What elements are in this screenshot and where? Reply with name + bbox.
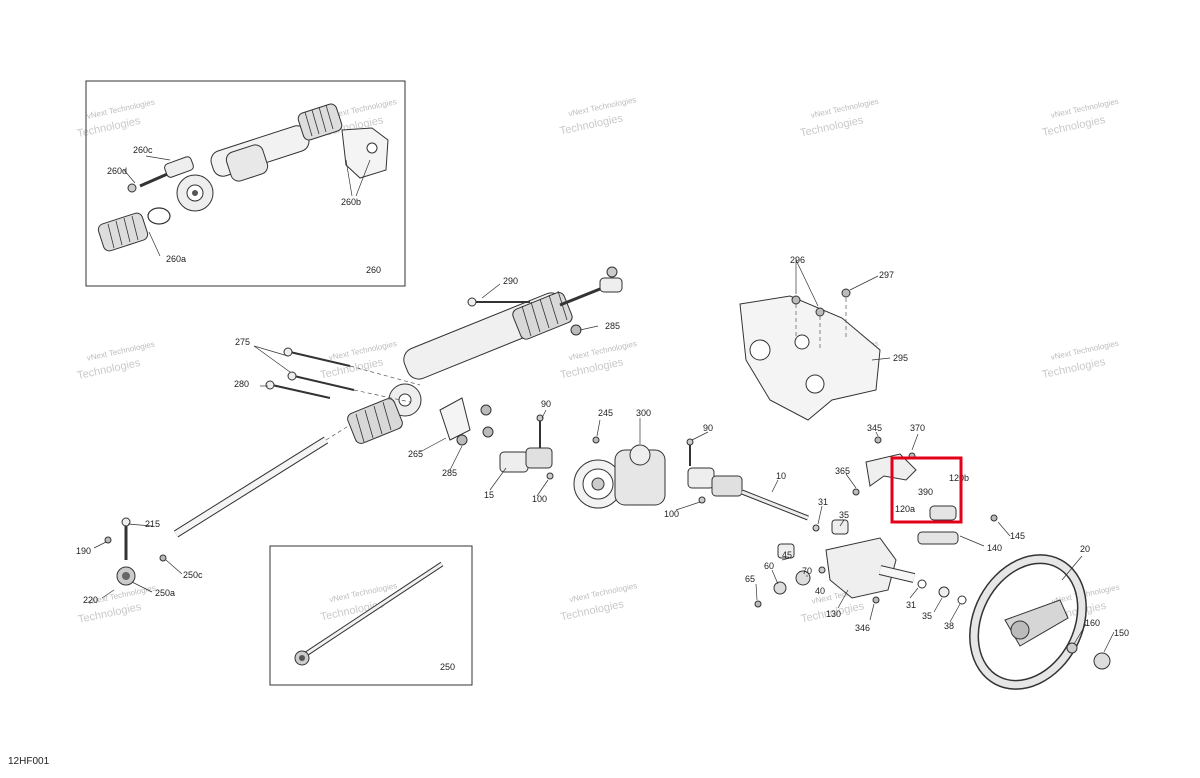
svg-text:60: 60: [764, 561, 774, 571]
callout-labels: 290 285 275 280 265 285 90 245 300 15 10…: [76, 255, 1129, 638]
svg-text:150: 150: [1114, 628, 1129, 638]
svg-text:160: 160: [1085, 618, 1100, 628]
svg-text:260c: 260c: [133, 145, 153, 155]
frame-bracket-295: [739, 288, 881, 421]
svg-text:38: 38: [944, 621, 954, 631]
svg-text:215: 215: [145, 519, 160, 529]
svg-text:90: 90: [703, 423, 713, 433]
svg-text:vNext Technologies: vNext Technologies: [568, 95, 638, 118]
svg-text:35: 35: [922, 611, 932, 621]
svg-text:250: 250: [440, 662, 455, 672]
svg-text:145: 145: [1010, 531, 1025, 541]
svg-text:285: 285: [442, 468, 457, 478]
svg-text:250c: 250c: [183, 570, 203, 580]
svg-text:31: 31: [818, 497, 828, 507]
u-joint-15: [499, 414, 554, 480]
svg-text:260: 260: [366, 265, 381, 275]
bolts-275-280: [265, 347, 421, 403]
svg-text:297: 297: [879, 270, 894, 280]
svg-text:290: 290: [503, 276, 518, 286]
document-code: 12HF001: [8, 756, 50, 767]
svg-text:vNext Technologies: vNext Technologies: [86, 98, 156, 121]
svg-text:275: 275: [235, 337, 250, 347]
svg-text:vNext Technologies: vNext Technologies: [1050, 97, 1120, 120]
svg-text:300: 300: [636, 408, 651, 418]
boot-260a-part: [97, 212, 149, 252]
svg-text:vNext Technologies: vNext Technologies: [810, 97, 880, 120]
highlight-box: [890, 456, 963, 524]
steering-shaft-10: [686, 438, 820, 532]
svg-text:120a: 120a: [895, 504, 915, 514]
rack-assembly-detail: [176, 103, 343, 212]
svg-text:346: 346: [855, 623, 870, 633]
svg-text:295: 295: [893, 353, 908, 363]
svg-text:260a: 260a: [166, 254, 186, 264]
inset-260: 260d 260c 260a 260b 260: [85, 80, 406, 287]
steering-rack-main: [347, 266, 623, 446]
svg-text:31: 31: [906, 600, 916, 610]
svg-text:10: 10: [776, 471, 786, 481]
svg-text:100: 100: [532, 494, 547, 504]
svg-text:20: 20: [1080, 544, 1090, 554]
svg-text:vNext Technologies: vNext Technologies: [328, 339, 398, 362]
svg-text:265: 265: [408, 449, 423, 459]
svg-text:15: 15: [484, 490, 494, 500]
svg-text:45: 45: [782, 550, 792, 560]
svg-text:Technologies: Technologies: [76, 357, 142, 382]
svg-text:260b: 260b: [341, 197, 361, 207]
svg-text:140: 140: [987, 543, 1002, 553]
svg-text:120b: 120b: [949, 473, 969, 483]
svg-text:285: 285: [605, 321, 620, 331]
svg-text:390: 390: [918, 487, 933, 497]
svg-text:245: 245: [598, 408, 613, 418]
power-steering-unit-300: [573, 436, 666, 509]
svg-text:130: 130: [826, 609, 841, 619]
svg-text:90: 90: [541, 399, 551, 409]
bracket-260b-part: [341, 127, 389, 179]
steering-wheel-20: [969, 554, 1111, 690]
svg-text:100: 100: [664, 509, 679, 519]
svg-text:vNext Technologies: vNext Technologies: [568, 339, 638, 362]
column-bracket-346: [754, 519, 967, 608]
inset-250: 250: [269, 545, 473, 686]
svg-text:vNext Technologies: vNext Technologies: [86, 340, 156, 363]
svg-text:65: 65: [745, 574, 755, 584]
svg-text:Technologies: Technologies: [799, 114, 865, 139]
svg-text:280: 280: [234, 379, 249, 389]
svg-text:70: 70: [802, 566, 812, 576]
svg-text:40: 40: [815, 586, 825, 596]
svg-text:220: 220: [83, 595, 98, 605]
svg-text:250a: 250a: [155, 588, 175, 598]
tie-rod: [173, 424, 351, 538]
tie-rod-end: [104, 517, 167, 586]
svg-text:vNext Technologies: vNext Technologies: [1050, 339, 1120, 362]
svg-text:190: 190: [76, 546, 91, 556]
svg-text:296: 296: [790, 255, 805, 265]
svg-text:345: 345: [867, 423, 882, 433]
svg-text:35: 35: [839, 510, 849, 520]
svg-text:370: 370: [910, 423, 925, 433]
leader-lines: [93, 259, 1115, 653]
svg-text:260d: 260d: [107, 166, 127, 176]
svg-text:365: 365: [835, 466, 850, 476]
svg-text:vNext Technologies: vNext Technologies: [568, 581, 638, 604]
